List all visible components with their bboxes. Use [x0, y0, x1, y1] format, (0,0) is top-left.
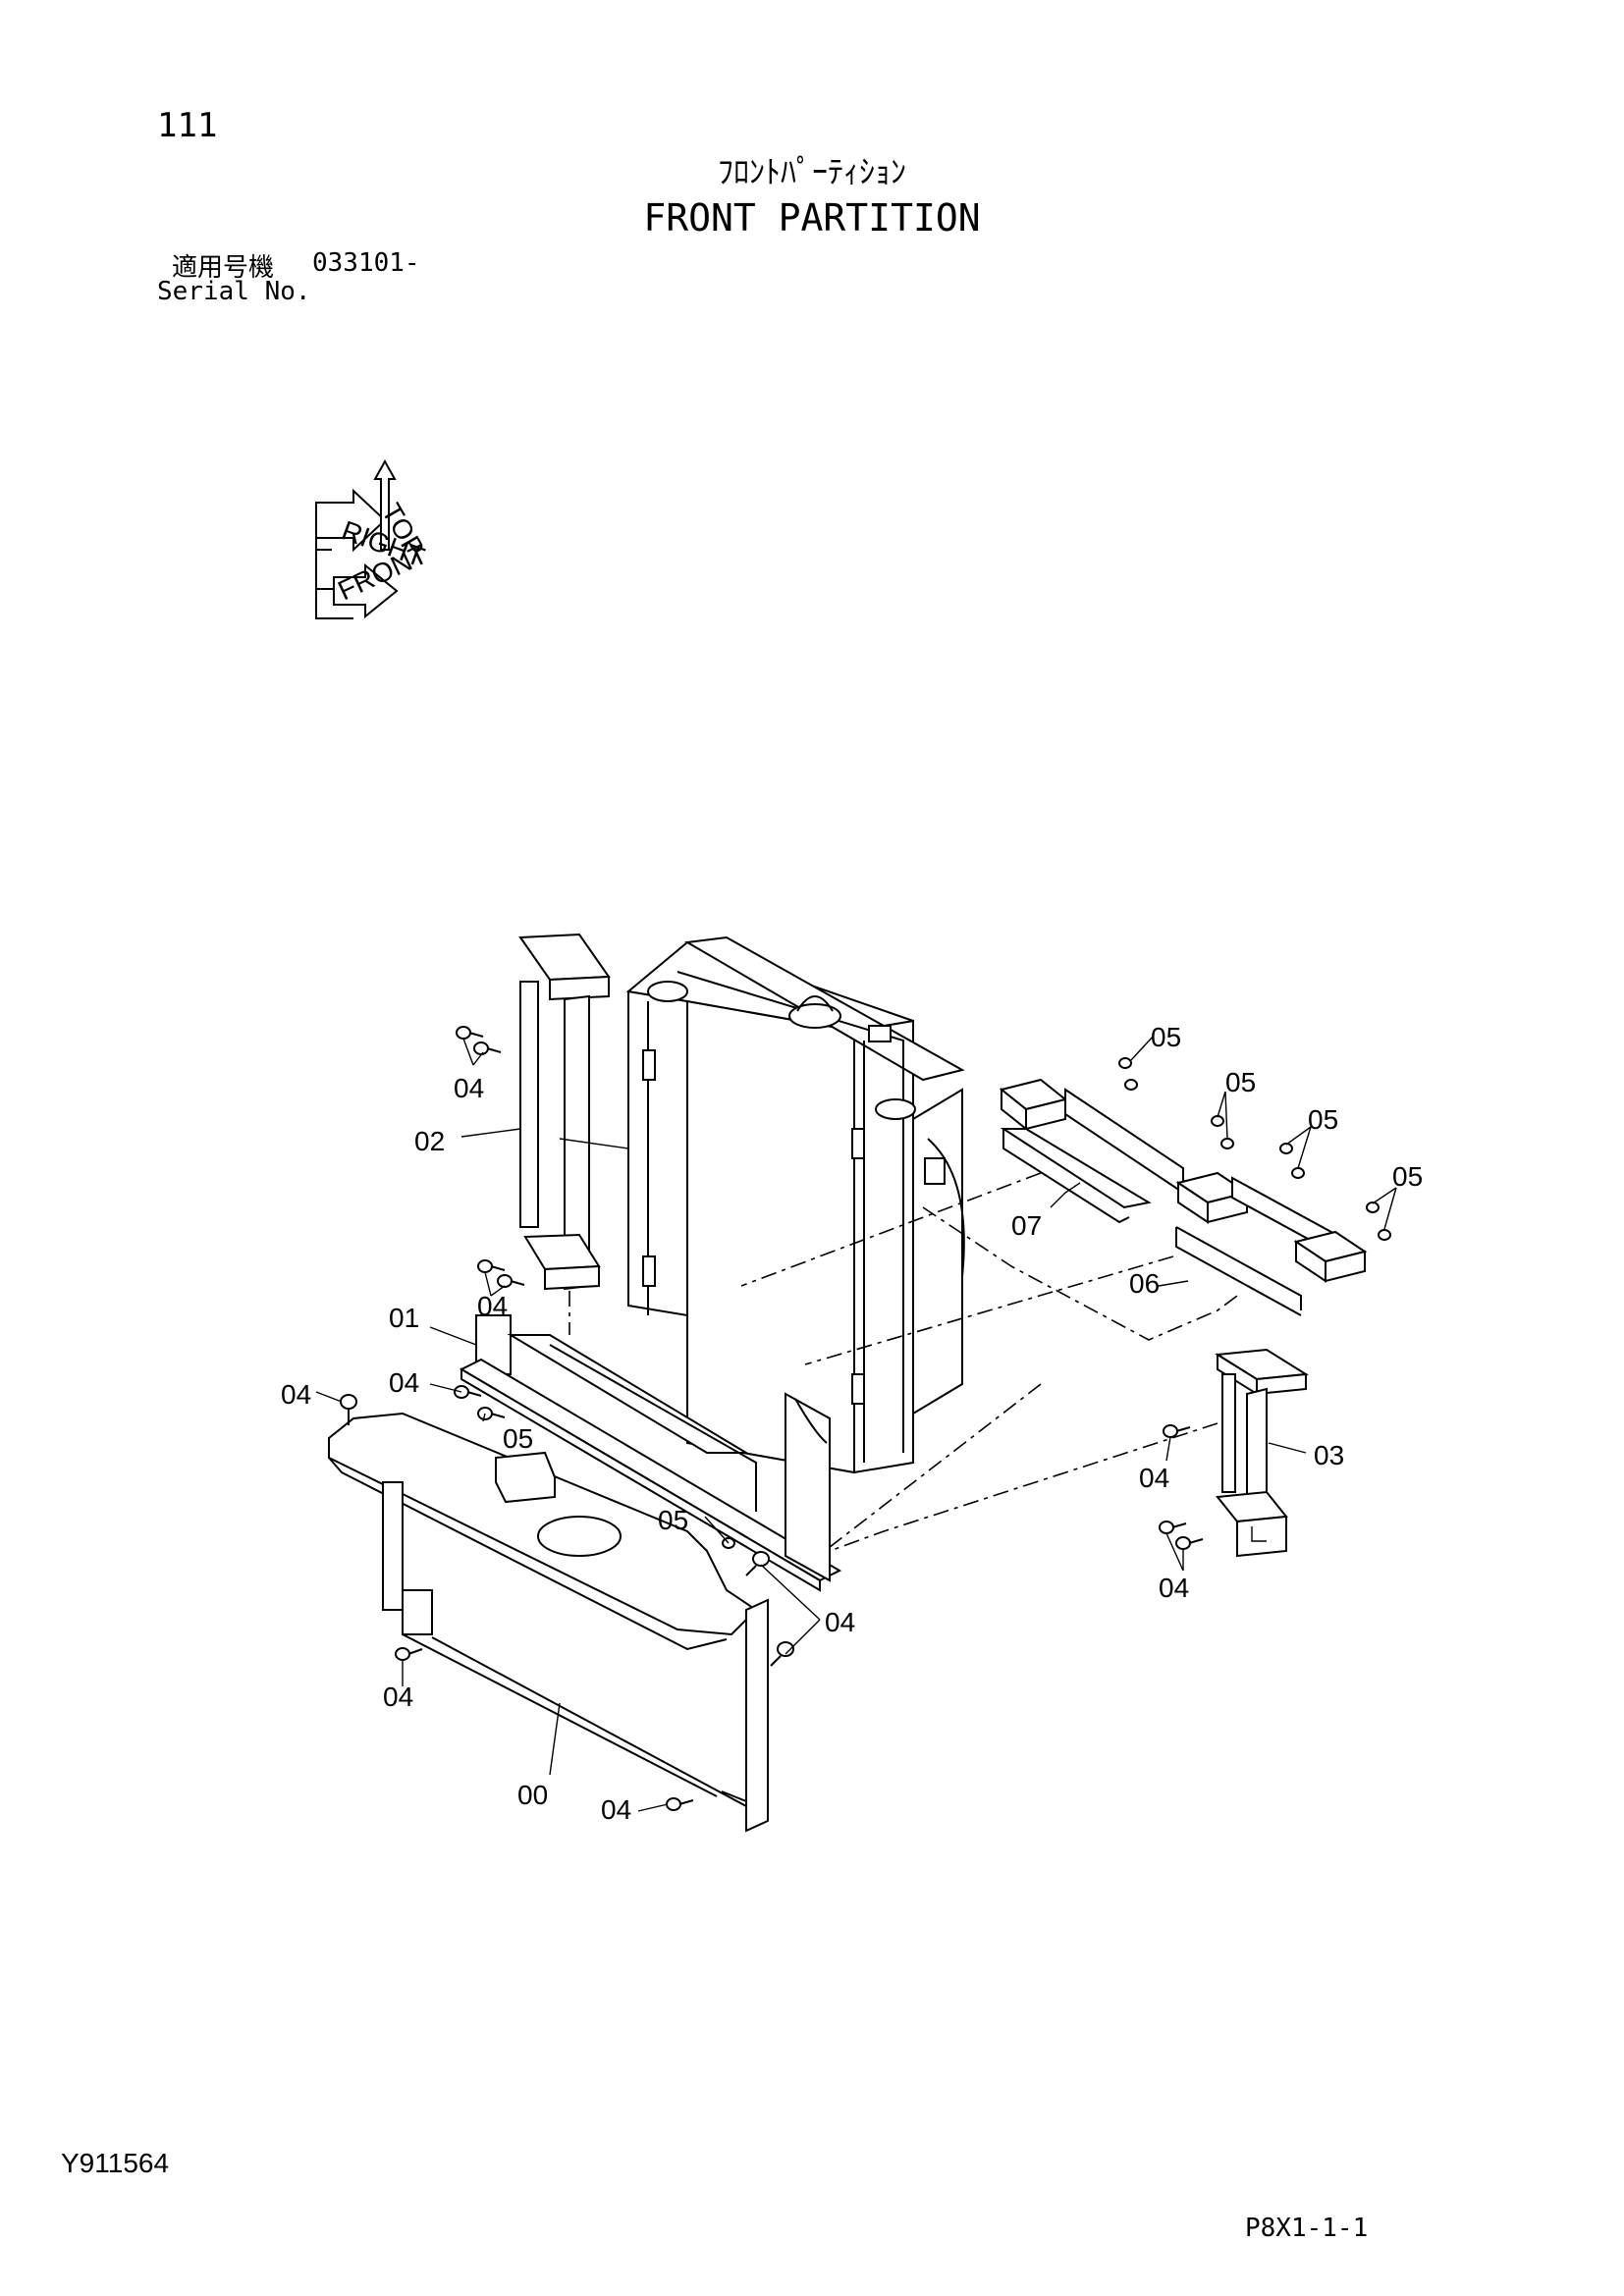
- title-english: FRONT PARTITION: [643, 196, 981, 240]
- bolt-icon: [1124, 1079, 1138, 1091]
- serial-label-japanese: 適用号機: [172, 253, 275, 283]
- callout-04: 04: [825, 1607, 855, 1637]
- callout-04: 04: [477, 1291, 508, 1321]
- bolt-icon: [395, 1647, 423, 1661]
- orientation-indicator: TOP RIGHT FRONT: [315, 458, 432, 619]
- serial-value: 033101-: [312, 248, 420, 278]
- callout-00: 00: [517, 1780, 548, 1810]
- callout-02: 02: [414, 1126, 445, 1156]
- radiator-assembly: [625, 935, 965, 1474]
- part-02-side-seal: [518, 933, 611, 1291]
- callout-05: 05: [1225, 1067, 1256, 1097]
- callout-05: 05: [1392, 1161, 1423, 1192]
- bolt-icon: [477, 1407, 506, 1420]
- callout-01: 01: [389, 1303, 419, 1333]
- bolt-icon: [1378, 1229, 1391, 1241]
- callout-05: 05: [503, 1423, 533, 1454]
- bolt-icon: [770, 1641, 794, 1667]
- callout-06: 06: [1129, 1268, 1160, 1299]
- callouts: 04 02 04 01 04 04 05 05 04 04 00 04 05 0…: [281, 1022, 1423, 1825]
- bolt-icon: [1118, 1057, 1132, 1069]
- callout-05: 05: [1151, 1022, 1181, 1052]
- part-03-side-seal: [1214, 1348, 1310, 1558]
- title-japanese: ﾌﾛﾝﾄﾊﾟｰﾃｨｼｮﾝ: [717, 153, 906, 190]
- bolt-icon: [1211, 1115, 1224, 1127]
- serial-label-english: Serial No.: [157, 277, 311, 306]
- part-06-bracket: [1175, 1171, 1368, 1316]
- page-number: 111: [157, 106, 218, 145]
- bolt-icon: [1175, 1536, 1204, 1550]
- part-07-bracket: [999, 1078, 1184, 1224]
- callout-07: 07: [1011, 1210, 1042, 1241]
- callout-04: 04: [454, 1073, 484, 1103]
- callout-04: 04: [1159, 1573, 1189, 1603]
- callout-04: 04: [389, 1367, 419, 1398]
- bolt-icon: [1220, 1138, 1234, 1149]
- bolt-icon: [473, 1041, 502, 1055]
- page-code: P8X1-1-1: [1245, 2214, 1369, 2243]
- bolt-icon: [477, 1259, 506, 1273]
- callout-04: 04: [383, 1682, 413, 1712]
- callout-04: 04: [1139, 1463, 1169, 1493]
- part-01-lower-seal: [459, 1314, 842, 1592]
- bolt-icon: [1291, 1167, 1305, 1179]
- part-00-partition-plate: [328, 1412, 769, 1833]
- callout-03: 03: [1314, 1440, 1344, 1470]
- bolt-icon: [1159, 1521, 1187, 1534]
- bolt-icon: [1366, 1201, 1380, 1213]
- assembly-guide-lines: [568, 1172, 1238, 1552]
- bolt-icon: [1163, 1424, 1191, 1438]
- bolt-icon: [745, 1551, 770, 1576]
- bolt-icon: [497, 1274, 525, 1288]
- bolt-icon: [666, 1797, 694, 1811]
- callout-05: 05: [658, 1505, 688, 1535]
- callout-04: 04: [601, 1794, 631, 1825]
- callout-05: 05: [1308, 1104, 1338, 1135]
- leader-lines: [315, 1035, 1397, 1812]
- bolt-icon: [456, 1026, 484, 1040]
- document-code: Y911564: [61, 2148, 170, 2178]
- callout-04: 04: [281, 1379, 311, 1410]
- bolt-icon: [1279, 1143, 1293, 1154]
